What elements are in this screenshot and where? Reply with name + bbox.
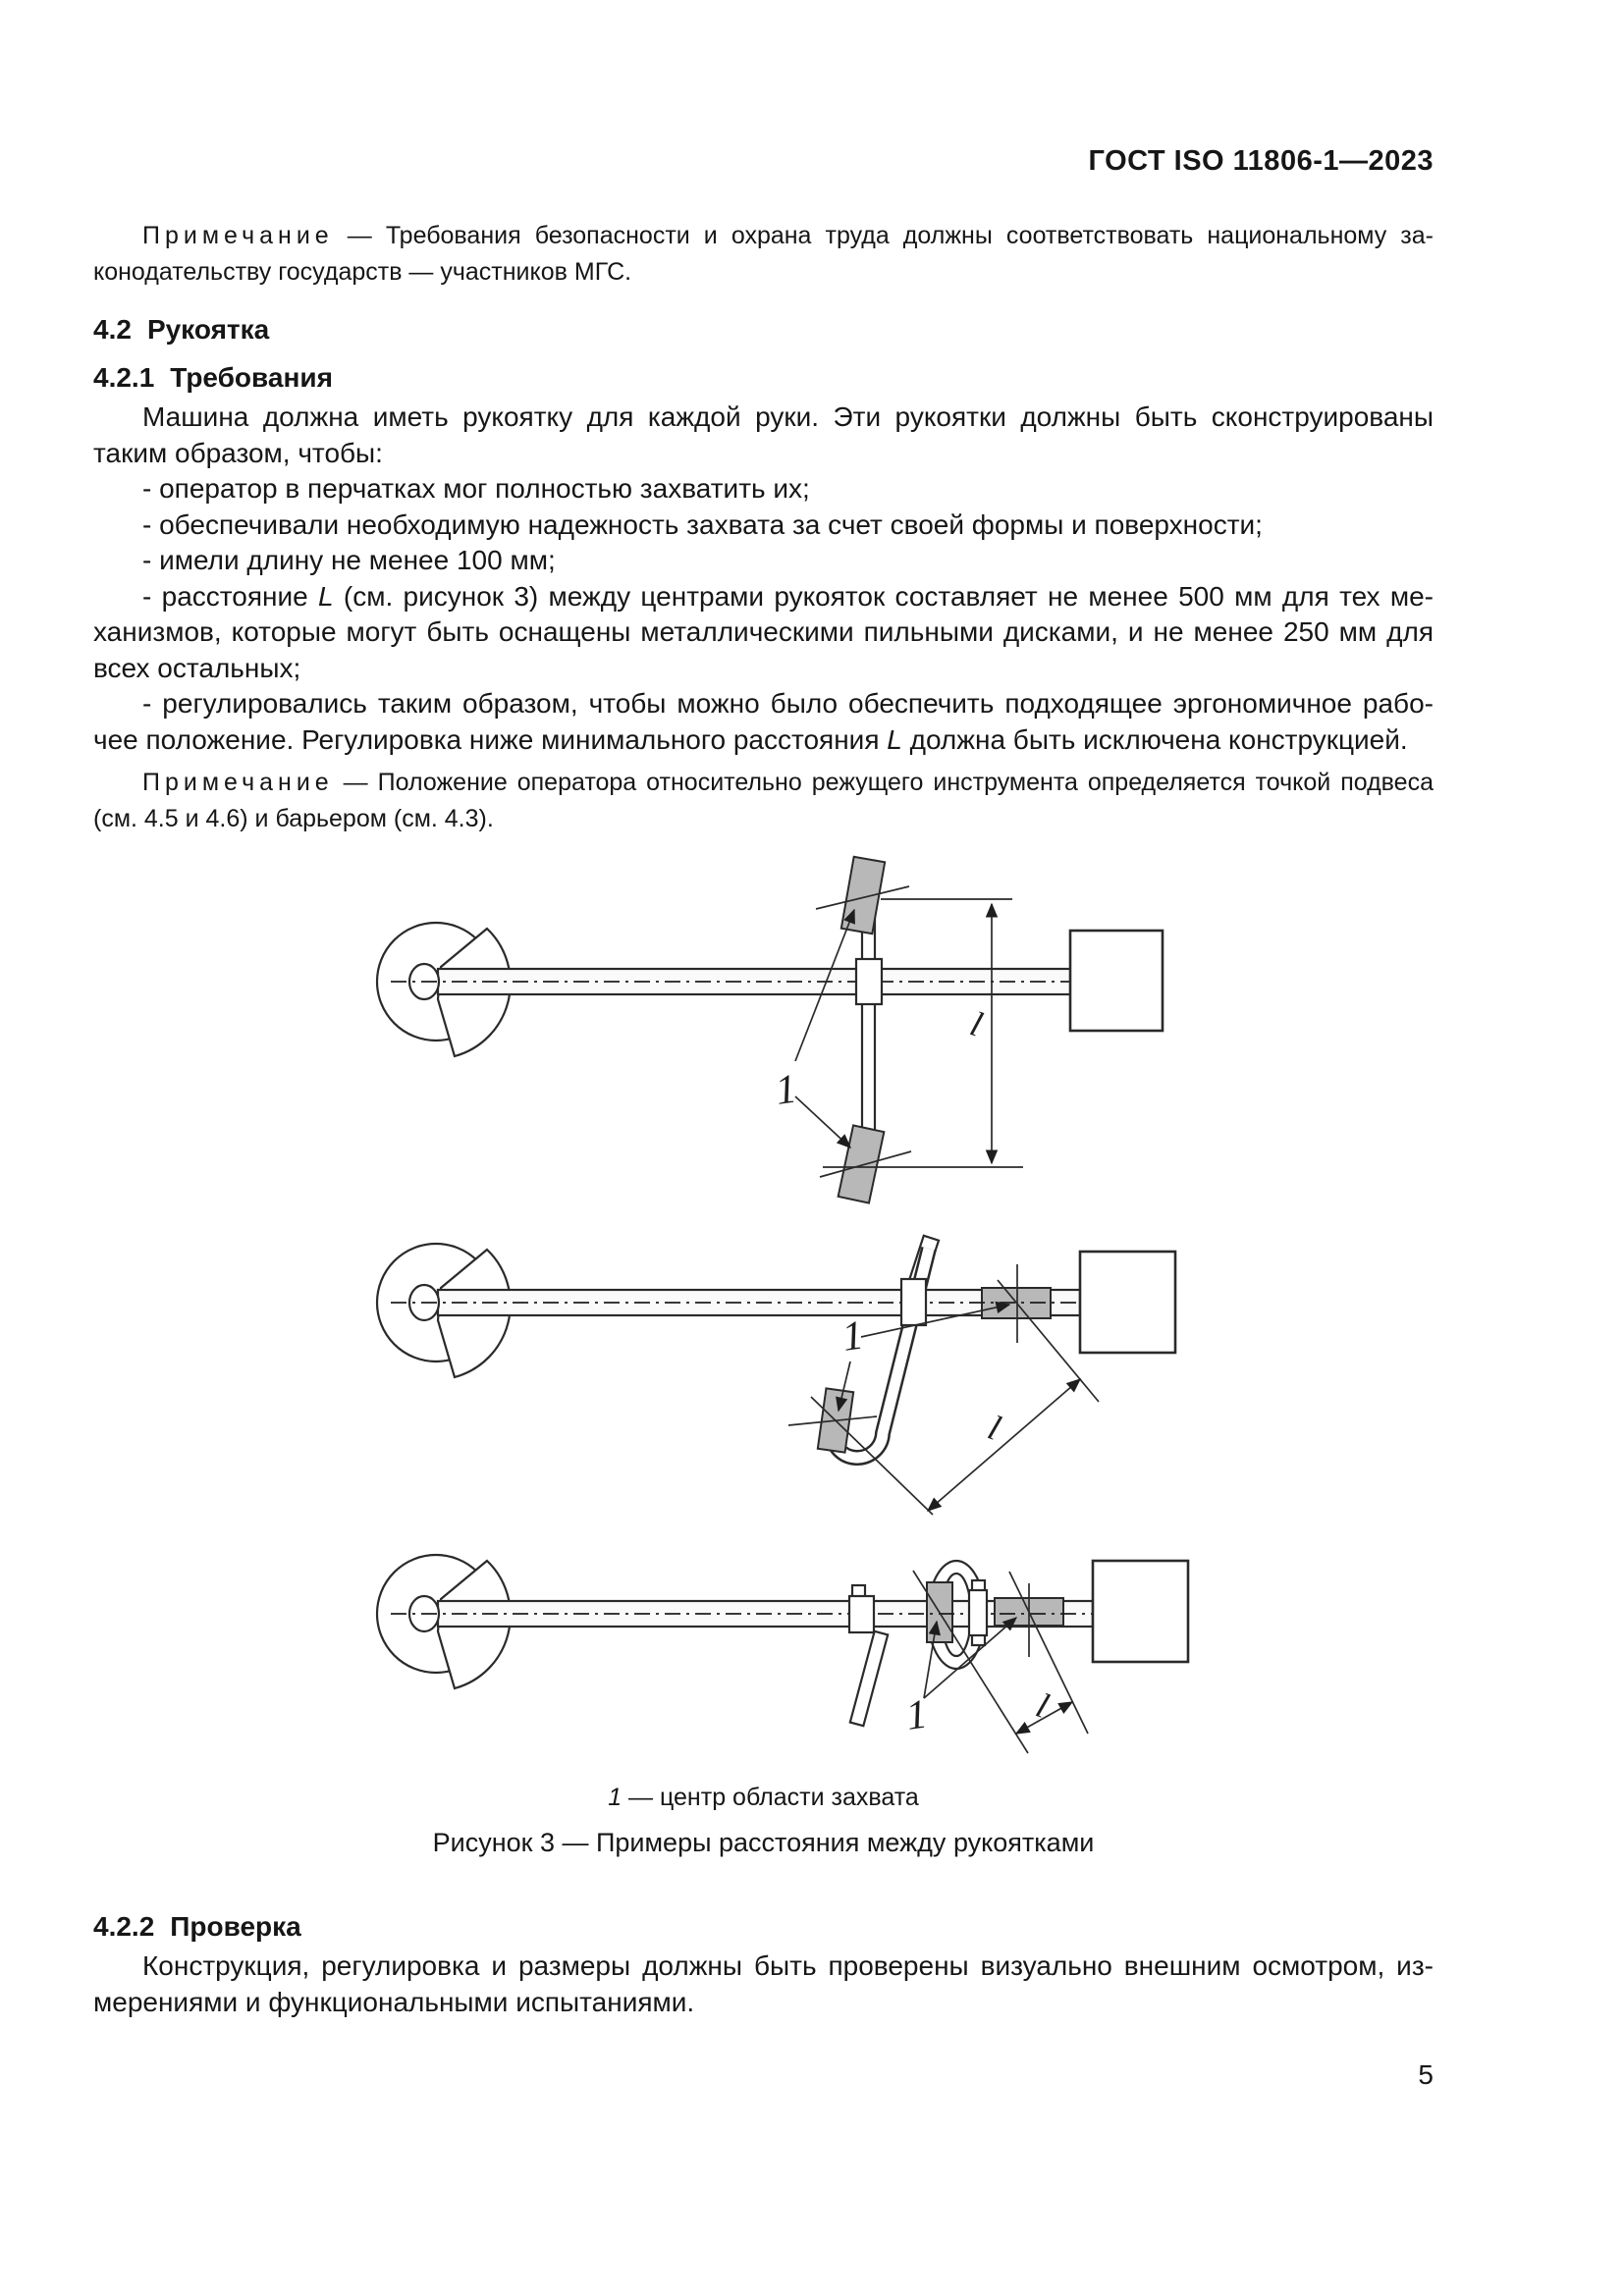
label-distance-l: l — [966, 1004, 988, 1044]
shaft-clamp — [967, 1588, 989, 1637]
grip-center-leader — [794, 1095, 852, 1148]
bullet-text: - регулировались таким образом, чтобы мо… — [93, 688, 1434, 755]
extension-line — [912, 1570, 1029, 1754]
figure-legend: 1 — центр области захвата — [93, 1784, 1434, 1812]
handle-grip-bottom — [837, 1124, 886, 1204]
note-text: — Требования безопасности и охрана труда… — [93, 222, 1434, 286]
bullet-item: - регулировались таким образом, чтобы мо… — [93, 686, 1434, 758]
grip-center-leader — [923, 1620, 941, 1699]
figure-3-diagrams: 1 l 1 l — [375, 855, 1190, 1754]
section-title: Рукоятка — [146, 314, 270, 345]
verification-text: Конструкция, регулировка и размеры должн… — [93, 1950, 1434, 2017]
bullet-item: - имели длину не менее 100 мм; — [142, 545, 556, 575]
note-safety: Примечание — Требования безопасности и о… — [93, 218, 1434, 291]
grip-center-leader — [860, 1301, 1011, 1338]
paragraph-intro: Машина должна иметь рукоятку для каждой … — [93, 401, 1434, 468]
handlebar-mount — [854, 957, 884, 1006]
label-grip-center: 1 — [903, 1691, 930, 1738]
legend-ref: 1 — [608, 1784, 623, 1811]
trigger-handle — [848, 1629, 890, 1728]
handlebar — [860, 906, 877, 1155]
legend-text: — центр области захвата — [628, 1784, 919, 1811]
variable-L: L — [887, 723, 902, 755]
section-number: 4.2.1 — [93, 362, 155, 393]
label-distance-l: l — [983, 1408, 1005, 1448]
bullet-item: - обеспечивали необходимую надежность за… — [142, 508, 1263, 540]
diagram-loop-handle: 1 l — [375, 1234, 1177, 1516]
section-number: 4.2.2 — [93, 1911, 155, 1942]
bullet-text: (см. рисунок 3) между центрами рукояток … — [93, 580, 1434, 683]
label-grip-center: 1 — [839, 1312, 866, 1360]
bullet-text: должна быть исключена конструкцией. — [901, 723, 1408, 755]
note-label: Примечание — [142, 222, 334, 249]
page-number: 5 — [1418, 2059, 1434, 2090]
section-heading-4-2-1: 4.2.1 Требования — [93, 362, 333, 394]
section-heading-4-2: 4.2 Рукоятка — [93, 314, 269, 346]
section-title: Проверка — [170, 1911, 301, 1942]
note-operator-position: Примечание — Положение оператора относит… — [93, 765, 1434, 837]
grip-center-leader — [923, 1617, 1018, 1699]
trigger-mount — [847, 1594, 876, 1634]
section-number: 4.2 — [93, 314, 132, 345]
dimension-arrow — [1014, 1701, 1074, 1735]
requirements-text: Машина должна иметь рукоятку для каждой … — [93, 400, 1434, 758]
variable-L: L — [318, 580, 334, 612]
engine-housing — [1078, 1250, 1177, 1355]
grip-center-leader — [794, 908, 855, 1062]
grip-center-mark — [815, 885, 910, 910]
label-distance-l: l — [1031, 1685, 1054, 1726]
extension-line — [997, 1279, 1100, 1403]
dimension-arrow — [926, 1378, 1082, 1512]
bullet-item: - расстояние L (см. рисунок 3) между цен… — [93, 579, 1434, 687]
grip-center-leader — [836, 1361, 851, 1413]
doc-code-header: ГОСТ ISO 11806-1—2023 — [1088, 145, 1434, 177]
bullet-item: - оператор в перчатках мог полностью зах… — [142, 473, 810, 504]
diagram-dual-handlebar: 1 l — [375, 855, 1164, 1204]
note-text: — Положение оператора относительно режущ… — [93, 769, 1434, 832]
handle-mount — [899, 1277, 928, 1327]
grip-center-mark — [819, 1150, 912, 1178]
extension-line — [1008, 1571, 1089, 1735]
figure-caption: Рисунок 3 — Примеры расстояния между рук… — [432, 1828, 1095, 1857]
extension-line — [810, 1396, 934, 1516]
diagram-ring-handle: 1 l — [375, 1553, 1190, 1754]
section-heading-4-2-2: 4.2.2 Проверка — [93, 1911, 301, 1943]
section-title: Требования — [170, 362, 333, 393]
engine-housing — [1091, 1559, 1190, 1664]
engine-housing — [1068, 929, 1164, 1033]
label-grip-center: 1 — [773, 1066, 799, 1113]
grip-center-mark — [787, 1415, 878, 1426]
handle-grip-top — [839, 855, 887, 935]
bullet-text: - расстояние — [142, 580, 318, 612]
note-label: Примечание — [142, 769, 334, 796]
